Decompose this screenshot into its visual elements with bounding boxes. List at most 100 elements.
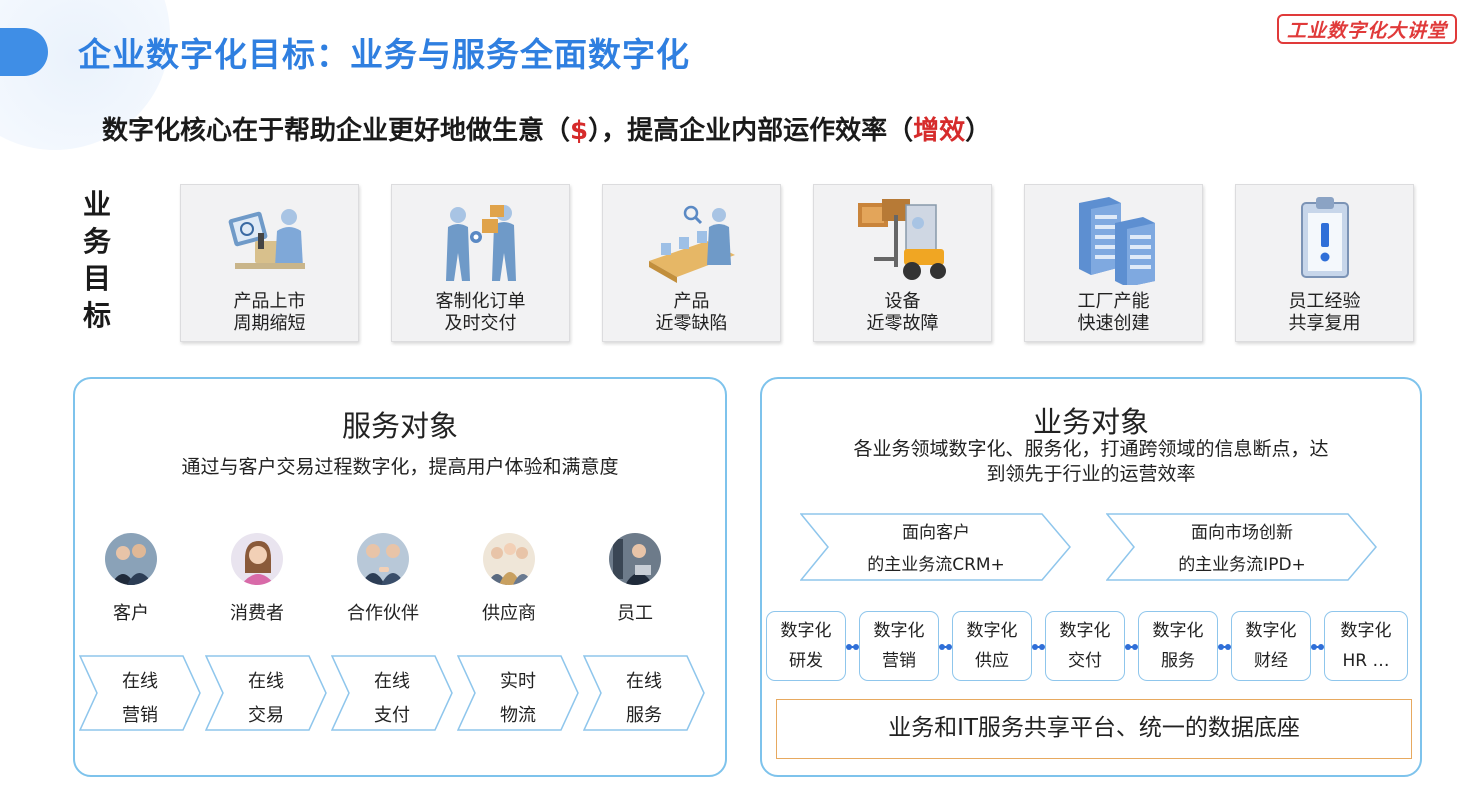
flow-arrow-shape: [1106, 513, 1377, 581]
domain-line1: 数字化: [1059, 621, 1111, 641]
flow-line2: 的主业务流IPD+: [1178, 555, 1306, 575]
step-line2: 物流: [500, 705, 536, 726]
flow-label: 面向客户的主业务流CRM+: [830, 517, 1042, 581]
person-item: 合作伙伴: [333, 533, 433, 625]
goal-card: 客制化订单 及时交付: [391, 184, 570, 342]
goal-line1: 员工经验: [1288, 291, 1361, 312]
domain-box: 数字化服务: [1138, 611, 1218, 681]
domain-connector: [846, 644, 859, 650]
business-objects-panel: 业务对象 各业务领域数字化、服务化，打通跨领域的信息断点，达 到领先于行业的运营…: [760, 377, 1422, 777]
label-char: 务: [82, 225, 111, 258]
person-label: 客户: [113, 603, 149, 624]
goal-label: 设备 近零故障: [814, 291, 991, 335]
goal-card: 工厂产能 快速创建: [1024, 184, 1203, 342]
domain-line2: 财经: [1254, 651, 1288, 671]
goal-card: 员工经验 共享复用: [1235, 184, 1414, 342]
handshake-order-icon: [446, 205, 516, 281]
subtitle-suffix: ）: [965, 116, 992, 146]
step-line1: 在线: [626, 671, 662, 692]
service-steps: 在线营销 在线交易 在线支付 实时物流 在线服务: [79, 655, 719, 733]
clipboard-info-icon: [1301, 197, 1349, 278]
goal-line1: 产品上市: [233, 291, 306, 312]
subtitle: 数字化核心在于帮助企业更好地做生意（$），提高企业内部运作效率（增效）: [102, 110, 991, 147]
person-label: 消费者: [230, 603, 284, 624]
domain-box: 数字化供应: [952, 611, 1032, 681]
goal-line2: 近零故障: [866, 313, 939, 334]
desc-line1: 各业务领域数字化、服务化，打通跨领域的信息断点，达: [853, 438, 1329, 460]
step-chevron: 在线服务: [583, 655, 705, 731]
panel-title: 业务对象: [1032, 405, 1149, 439]
step-line2: 支付: [374, 705, 410, 726]
domain-box: 数字化营销: [859, 611, 939, 681]
chevron-shape: [583, 655, 705, 731]
goal-line1: 设备: [884, 291, 921, 312]
goal-label: 员工经验 共享复用: [1236, 291, 1413, 335]
step-line2: 服务: [626, 705, 662, 726]
people-row: 客户 消费者 合作伙伴: [81, 533, 721, 625]
subtitle-gain: 增效: [913, 116, 966, 146]
business-goals-label: 业 务 目 标: [80, 186, 114, 334]
label-char: 业: [82, 188, 111, 221]
shared-platform-bar: 业务和IT服务共享平台、统一的数据底座: [776, 699, 1412, 759]
domain-connector: [1032, 644, 1045, 650]
flow-label: 面向市场创新的主业务流IPD+: [1136, 517, 1348, 581]
chevron-shape: [205, 655, 327, 731]
consumer-avatar: [231, 533, 283, 585]
page-title: 企业数字化目标：业务与服务全面数字化: [78, 35, 690, 74]
goal-line2: 近零缺陷: [655, 313, 728, 334]
subtitle-prefix: 数字化核心在于帮助企业更好地做生意（: [102, 116, 571, 146]
domain-line1: 数字化: [1245, 621, 1297, 641]
domain-line1: 数字化: [1340, 621, 1392, 641]
step-label: 在线交易: [217, 665, 315, 733]
step-line1: 在线: [122, 671, 158, 692]
server-racks-icon: [1079, 197, 1155, 285]
domain-box: 数字化财经: [1231, 611, 1311, 681]
flow-arrow-ipd: 面向市场创新的主业务流IPD+: [1106, 513, 1378, 581]
domain-line1: 数字化: [1152, 621, 1204, 641]
domain-connector: [939, 644, 952, 650]
domain-line1: 数字化: [966, 621, 1018, 641]
goal-line2: 及时交付: [444, 313, 517, 334]
domain-line2: 研发: [789, 651, 823, 671]
label-char: 标: [82, 299, 111, 332]
brand-logo: 工业数字化大讲堂: [1277, 14, 1457, 44]
step-label: 实时物流: [469, 665, 567, 733]
domain-line1: 数字化: [780, 621, 832, 641]
domain-line2: 服务: [1161, 651, 1195, 671]
service-objects-panel: 服务对象 通过与客户交易过程数字化，提高用户体验和满意度 客户 消费者: [73, 377, 727, 777]
desc-line2: 到领先于行业的运营效率: [986, 463, 1196, 485]
goal-card: 产品 近零缺陷: [602, 184, 781, 342]
goal-label: 工厂产能 快速创建: [1025, 291, 1202, 335]
panel-description: 各业务领域数字化、服务化，打通跨领域的信息断点，达 到领先于行业的运营效率: [762, 437, 1420, 487]
domain-box: 数字化研发: [766, 611, 846, 681]
person-item: 客户: [81, 533, 181, 625]
step-chevron: 在线支付: [331, 655, 453, 731]
goal-line1: 工厂产能: [1077, 291, 1150, 312]
subtitle-dollar: $: [570, 116, 589, 146]
domain-connector: [1125, 644, 1138, 650]
goal-line2: 周期缩短: [233, 313, 306, 334]
domain-connector: [1218, 644, 1231, 650]
analytics-person-icon: [228, 209, 305, 269]
goal-card: 设备 近零故障: [813, 184, 992, 342]
step-line2: 营销: [122, 705, 158, 726]
domain-box: 数字化交付: [1045, 611, 1125, 681]
flow-line2: 的主业务流CRM+: [867, 555, 1005, 575]
person-item: 消费者: [207, 533, 307, 625]
goal-label: 客制化订单 及时交付: [392, 291, 569, 335]
person-label: 员工: [617, 603, 653, 624]
chevron-shape: [331, 655, 453, 731]
person-label: 合作伙伴: [347, 603, 419, 624]
label-char: 目: [82, 262, 111, 295]
goal-line1: 产品: [673, 291, 710, 312]
title-accent-tab: [0, 28, 48, 76]
goal-line1: 客制化订单: [435, 291, 526, 312]
chevron-shape: [79, 655, 201, 731]
subtitle-middle: ），提高企业内部运作效率（: [588, 116, 914, 146]
chevron-shape: [457, 655, 579, 731]
step-line1: 在线: [374, 671, 410, 692]
flow-line1: 面向客户: [902, 523, 970, 543]
employee-avatar: [609, 533, 661, 585]
